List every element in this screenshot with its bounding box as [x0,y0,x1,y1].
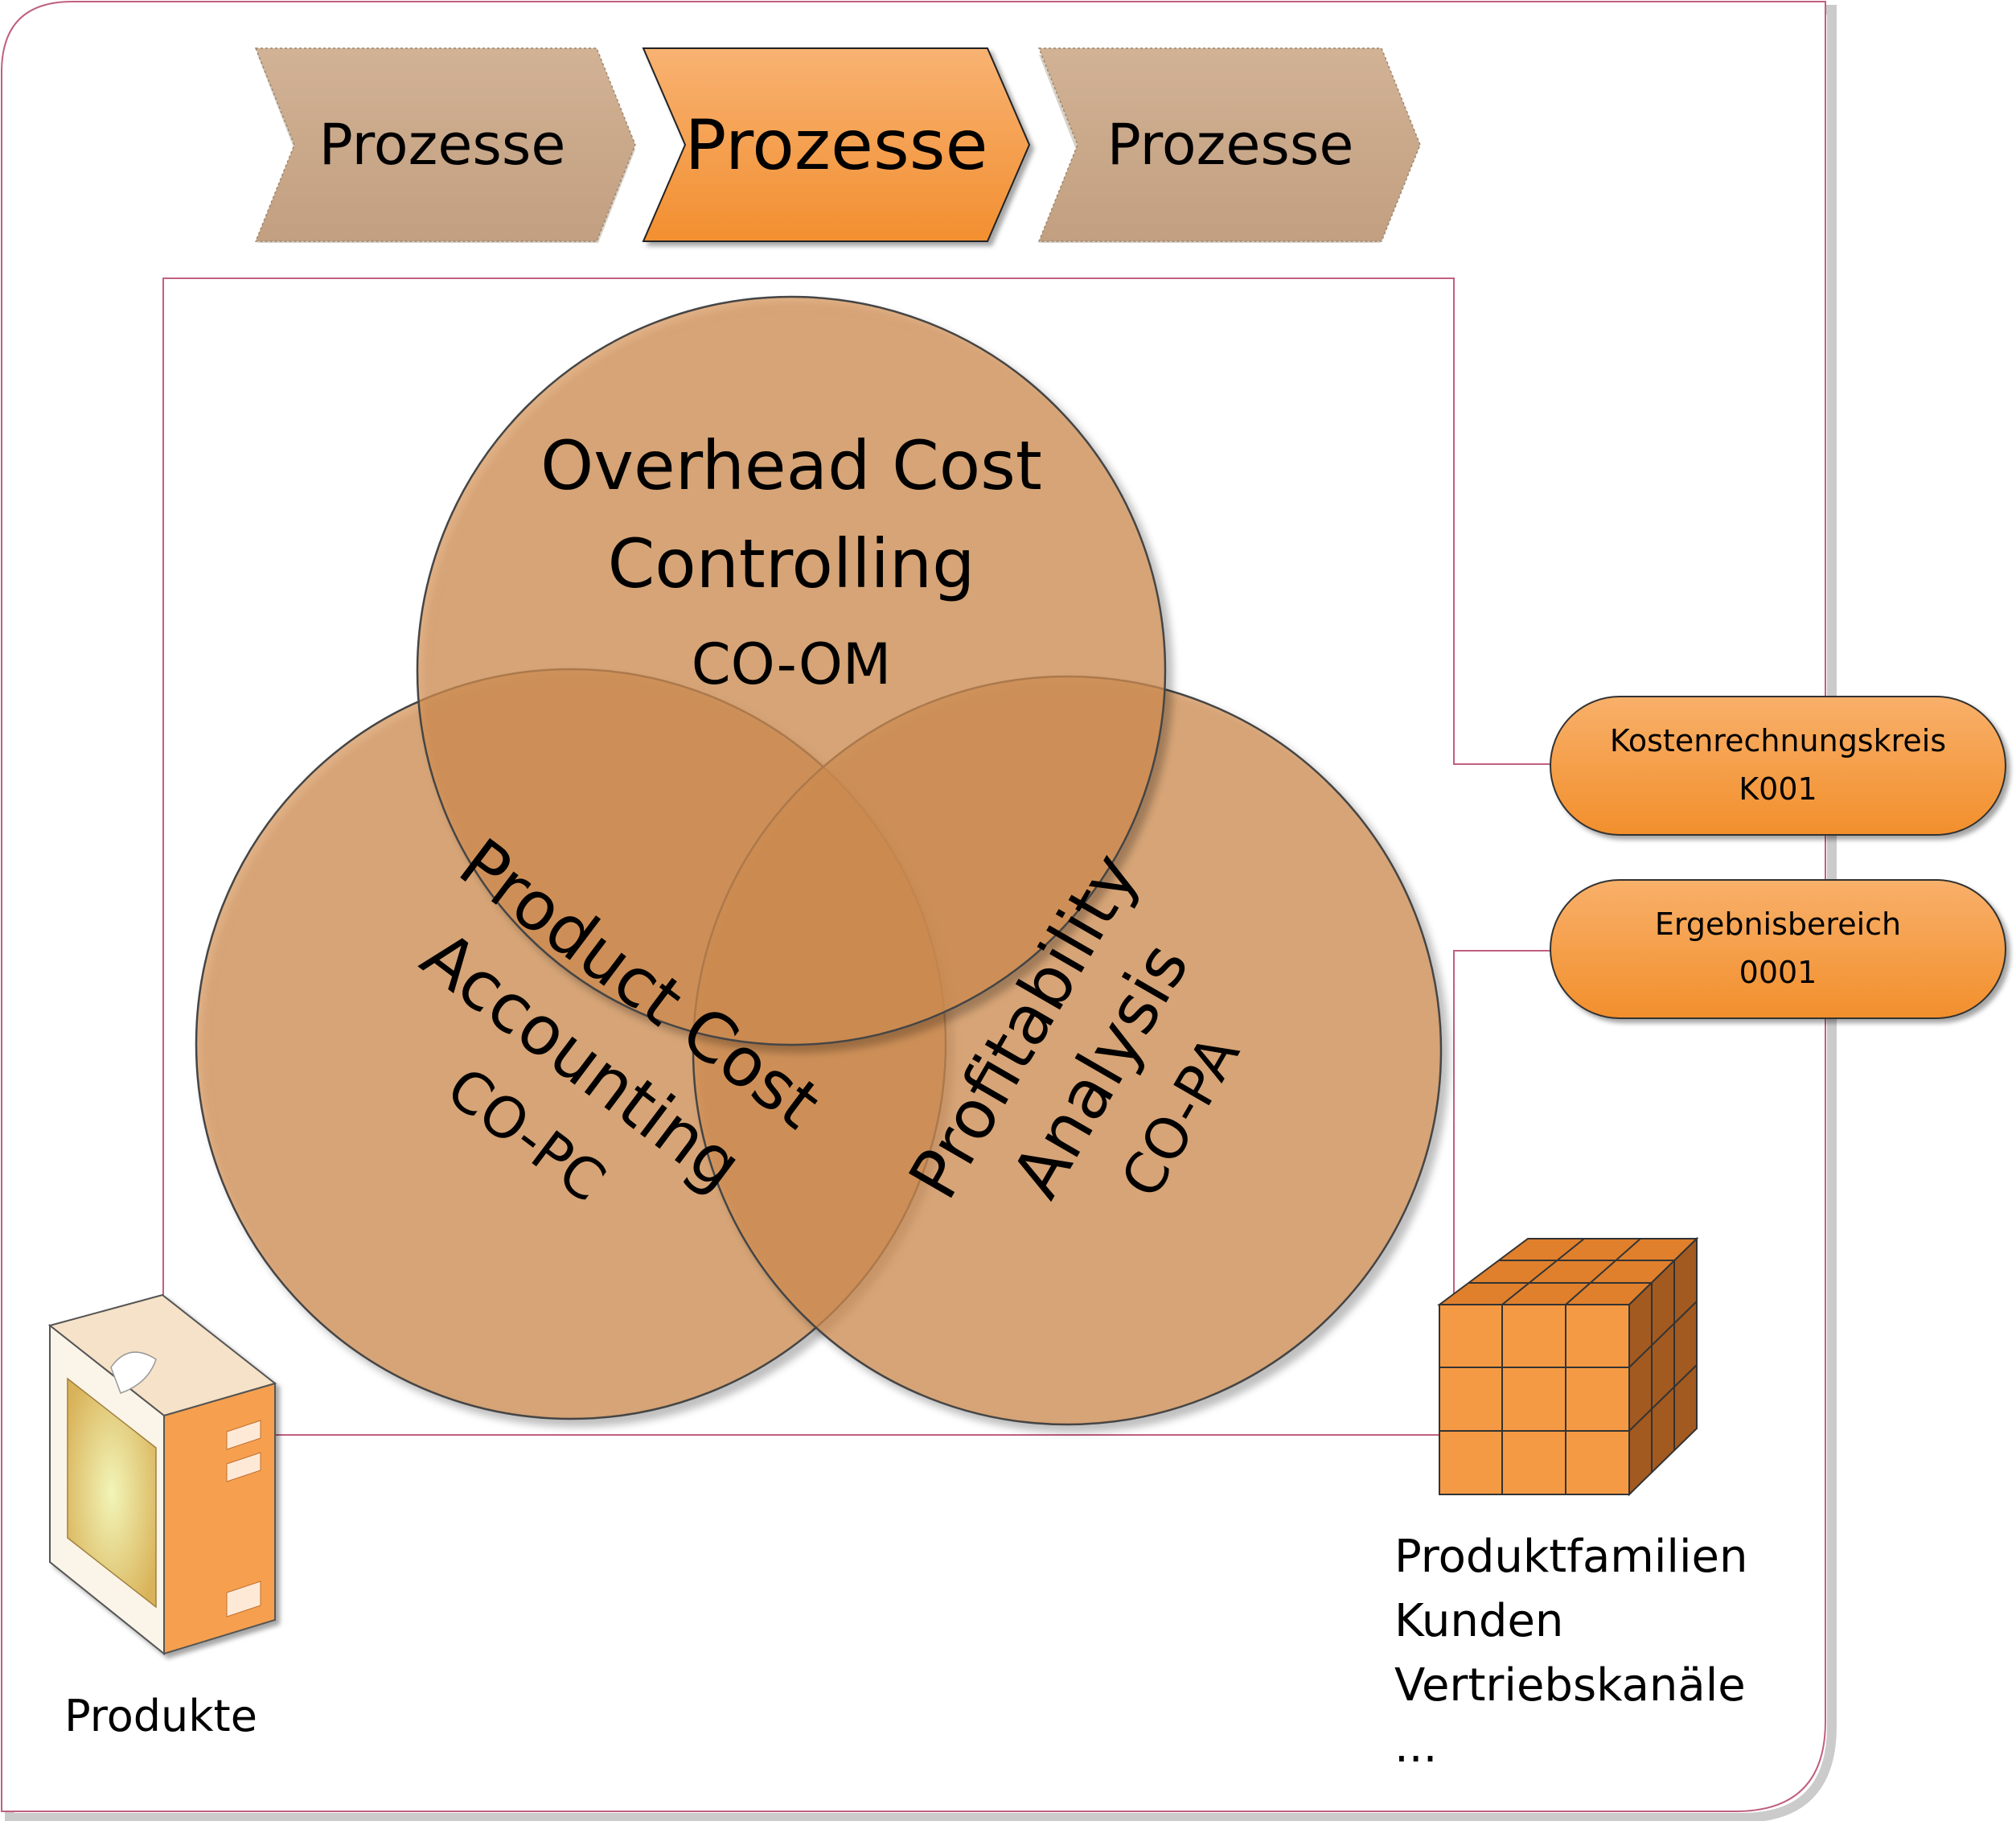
pill-operating-concern: Ergebnisbereich 0001 [1550,879,2006,1019]
operating-concern-label: Ergebnisbereich [1655,906,1901,942]
characteristic-product-families: Produktfamilien [1394,1531,1747,1583]
process-chevron-1: Prozesse [254,47,636,243]
characteristic-sales-channels: Vertriebskanäle [1394,1659,1746,1712]
process-chevron-2: Prozesse [642,47,1031,242]
connector-lines [162,277,1552,1436]
product-box-icon [47,1293,277,1656]
chevron-2-label: Prozesse [684,105,987,186]
products-label: Produkte [64,1691,257,1741]
controlling-area-value: K001 [1739,771,1817,807]
characteristic-ellipsis: ... [1394,1720,1437,1773]
venn-diagram: Overhead Cost Controlling CO-OM Product … [195,295,1443,1426]
data-cube-icon [1436,1236,1699,1497]
overhead-line1: Overhead Cost [540,426,1042,505]
operating-concern-value: 0001 [1739,955,1817,990]
overhead-code: CO-OM [692,631,892,697]
characteristic-customers: Kunden [1394,1595,1563,1647]
chevron-1-label: Prozesse [319,112,566,178]
controlling-area-label: Kostenrechnungskreis [1610,723,1946,758]
circle-overhead-cost [416,295,1167,1046]
process-chevron-3: Prozesse [1037,47,1421,243]
pill-controlling-area: Kostenrechnungskreis K001 [1550,696,2006,836]
characteristics-list: Produktfamilien Kunden Vertriebskanäle .… [1394,1531,1747,1773]
overhead-line2: Controlling [608,524,975,603]
chevron-3-label: Prozesse [1107,112,1354,178]
